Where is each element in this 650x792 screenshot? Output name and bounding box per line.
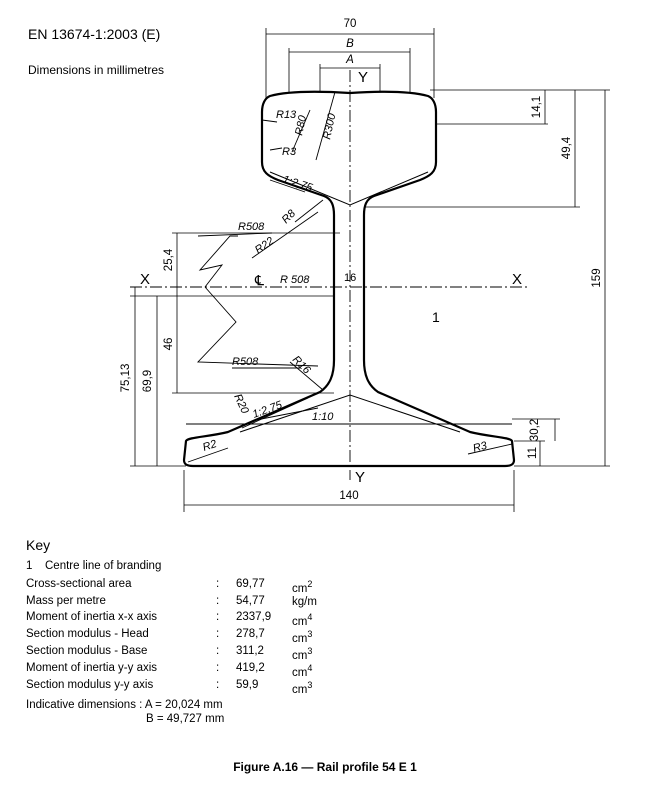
property-unit: cm4	[292, 663, 313, 679]
unit-exponent: 3	[307, 646, 313, 656]
property-value: 54,77	[236, 595, 265, 607]
slope-1-10: 1:10	[312, 411, 334, 423]
property-separator: :	[216, 595, 220, 607]
unit-exponent: 4	[307, 663, 313, 673]
radius-r20: R20	[231, 392, 251, 416]
property-label: Cross-sectional area	[26, 578, 132, 590]
left-dimensions	[130, 232, 340, 467]
unit-exponent: 3	[307, 680, 313, 690]
standard-title: EN 13674-1:2003 (E)	[28, 26, 161, 42]
property-separator: :	[216, 679, 220, 691]
dim-159: 159	[591, 268, 603, 287]
radius-r13: R13	[276, 109, 297, 121]
dim-a: A	[345, 54, 354, 66]
dim-46: 46	[163, 338, 175, 351]
property-separator: :	[216, 628, 220, 640]
radius-r8: R8	[280, 207, 299, 226]
indicative-dimensions-b: B = 49,727 mm	[146, 713, 225, 725]
units-note: Dimensions in millimetres	[28, 63, 165, 77]
radius-r2: R2	[201, 438, 218, 454]
radius-r16: R16	[290, 354, 313, 377]
radius-r3-top: R3	[282, 146, 297, 158]
radius-r3-bottom: R3	[472, 439, 490, 454]
dim-b: B	[346, 38, 354, 50]
key-item-1-label: Centre line of branding	[45, 560, 162, 572]
dim-30-2: 30,2	[529, 419, 541, 441]
property-unit: cm3	[292, 680, 313, 696]
centre-line-symbol: ℄	[254, 272, 264, 288]
figure-caption: Figure A.16 — Rail profile 54 E 1	[233, 760, 417, 774]
radius-leaders	[187, 91, 513, 463]
property-separator: :	[216, 611, 220, 623]
web-thickness-16: 16	[344, 272, 356, 284]
property-label: Moment of inertia x-x axis	[26, 611, 158, 623]
key-title: Key	[26, 537, 51, 553]
radius-r300: R300	[321, 112, 338, 141]
dim-70: 70	[344, 18, 357, 30]
rail-profile-drawing: 70 B A Y Y X X 14,1 49,4 159 30,2 11 25,…	[120, 18, 610, 512]
radius-r80: R80	[293, 114, 309, 137]
property-unit: cm3	[292, 646, 313, 662]
property-unit: cm3	[292, 629, 313, 645]
property-value: 59,9	[236, 679, 259, 691]
callout-1: 1	[432, 309, 440, 325]
property-separator: :	[216, 645, 220, 657]
indicative-dimensions-a: Indicative dimensions : A = 20,024 mm	[26, 699, 223, 711]
top-dimensions	[265, 28, 435, 98]
x-axis-label-left: X	[140, 271, 150, 288]
property-label: Section modulus y-y axis	[26, 679, 154, 691]
dim-75-13: 75,13	[120, 364, 132, 393]
bottom-dimension	[183, 470, 515, 512]
dim-14-1: 14,1	[531, 96, 543, 118]
property-separator: :	[216, 662, 220, 674]
property-unit: kg/m	[292, 596, 317, 608]
radius-r508-upper: R508	[238, 221, 265, 233]
slope-1-2-75-top: 1:2,75	[281, 173, 315, 194]
dim-49-4: 49,4	[561, 136, 573, 159]
dim-69-9: 69,9	[142, 370, 154, 392]
property-label: Moment of inertia y-y axis	[26, 662, 158, 674]
right-dimensions	[364, 89, 610, 467]
unit-exponent: 2	[307, 579, 313, 589]
x-axis-label-right: X	[512, 271, 522, 288]
property-label: Section modulus - Head	[26, 628, 149, 640]
property-label: Section modulus - Base	[26, 645, 148, 657]
dim-25-4: 25,4	[163, 248, 175, 271]
property-unit: cm2	[292, 579, 313, 595]
key-item-1-number: 1	[26, 560, 33, 572]
dim-11: 11	[527, 447, 539, 459]
radius-r508-middle: R 508	[280, 274, 310, 286]
rail-profile-outline	[182, 90, 516, 468]
property-value: 311,2	[236, 645, 264, 657]
radius-r508-lower: R508	[232, 356, 259, 368]
property-value: 278,7	[236, 628, 265, 640]
dim-140: 140	[339, 490, 358, 502]
property-value: 2337,9	[236, 611, 272, 623]
property-unit: cm4	[292, 612, 313, 628]
unit-exponent: 4	[307, 612, 313, 622]
y-axis-label-bottom: Y	[355, 469, 365, 486]
property-separator: :	[216, 578, 220, 590]
unit-exponent: 3	[307, 629, 313, 639]
y-axis-label-top: Y	[358, 69, 368, 86]
property-value: 419,2	[236, 662, 265, 674]
radius-r22: R22	[253, 235, 276, 256]
property-label: Mass per metre	[26, 595, 106, 607]
property-value: 69,77	[236, 578, 265, 590]
